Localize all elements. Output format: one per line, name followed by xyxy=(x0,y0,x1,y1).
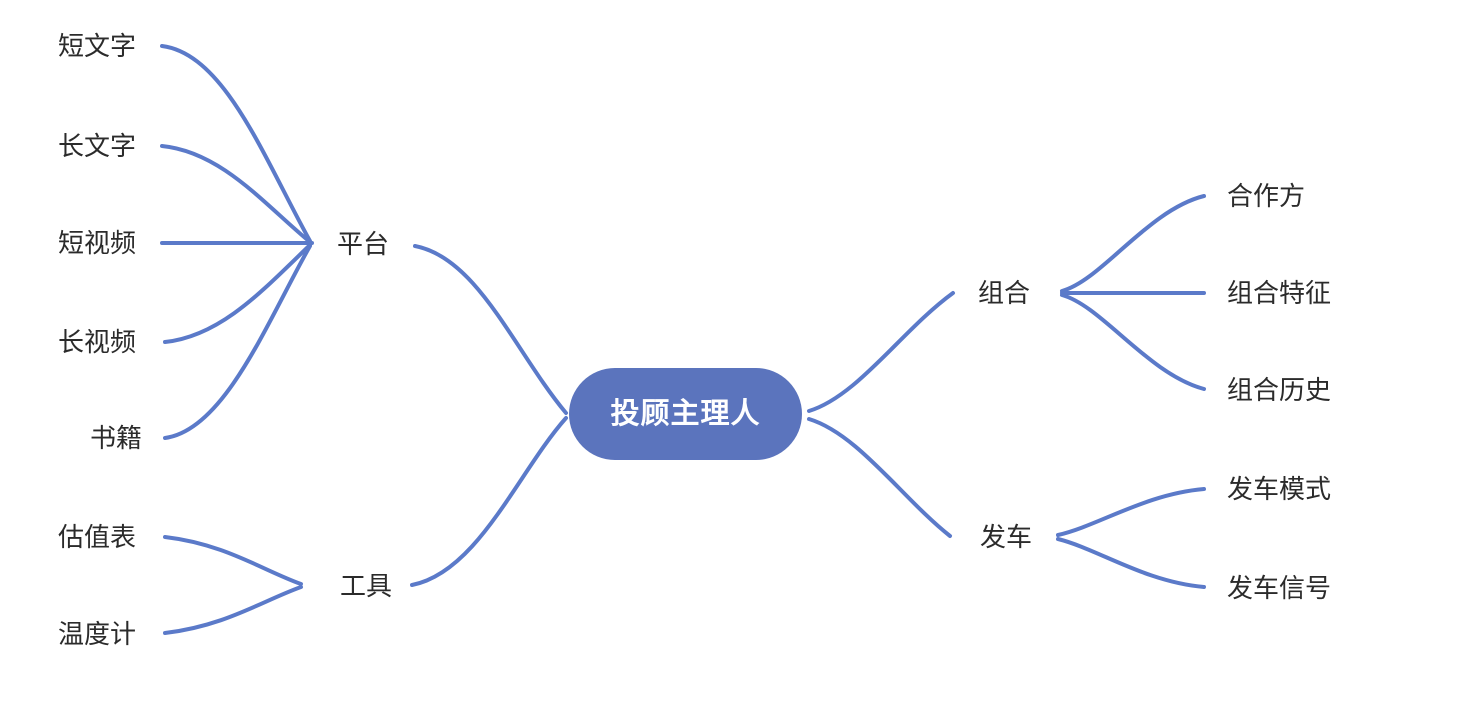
node-departure-mode[interactable]: 发车模式 xyxy=(1227,474,1332,504)
node-departure-signal[interactable]: 发车信号 xyxy=(1227,573,1332,603)
node-short-text[interactable]: 短文字 xyxy=(58,31,137,61)
edge-tools-root xyxy=(410,416,568,587)
edge-portfolio-partners xyxy=(1060,194,1206,293)
node-partners[interactable]: 合作方 xyxy=(1227,181,1306,211)
edge-platform-root xyxy=(413,244,568,415)
node-portfolio-features[interactable]: 组合特征 xyxy=(1227,278,1332,308)
edge-departure-mode xyxy=(1056,487,1206,537)
edge-thermometer-tools xyxy=(163,585,303,635)
edge-root-departure xyxy=(807,417,952,538)
node-portfolio-history[interactable]: 组合历史 xyxy=(1227,375,1332,405)
node-long-video[interactable]: 长视频 xyxy=(58,327,137,357)
node-long-text[interactable]: 长文字 xyxy=(58,131,137,161)
edge-root-portfolio xyxy=(807,291,955,413)
node-short-video[interactable]: 短视频 xyxy=(58,228,137,258)
node-tools[interactable]: 工具 xyxy=(340,571,393,601)
edge-valuation-table-tools xyxy=(163,535,303,586)
node-portfolio[interactable]: 组合 xyxy=(978,278,1031,308)
node-platform[interactable]: 平台 xyxy=(337,229,390,259)
node-valuation-table[interactable]: 估值表 xyxy=(58,522,137,552)
node-thermometer[interactable]: 温度计 xyxy=(58,619,137,649)
edge-departure-signal xyxy=(1056,537,1206,589)
edge-long-text-platform xyxy=(160,144,312,244)
edge-short-text-platform xyxy=(160,44,312,243)
edge-portfolio-history xyxy=(1060,293,1206,391)
edge-long-video-platform xyxy=(163,243,312,344)
edge-books-platform xyxy=(163,244,312,440)
node-root[interactable]: 投顾主理人 xyxy=(569,368,802,460)
node-departure[interactable]: 发车 xyxy=(980,522,1033,552)
node-books[interactable]: 书籍 xyxy=(90,423,143,453)
